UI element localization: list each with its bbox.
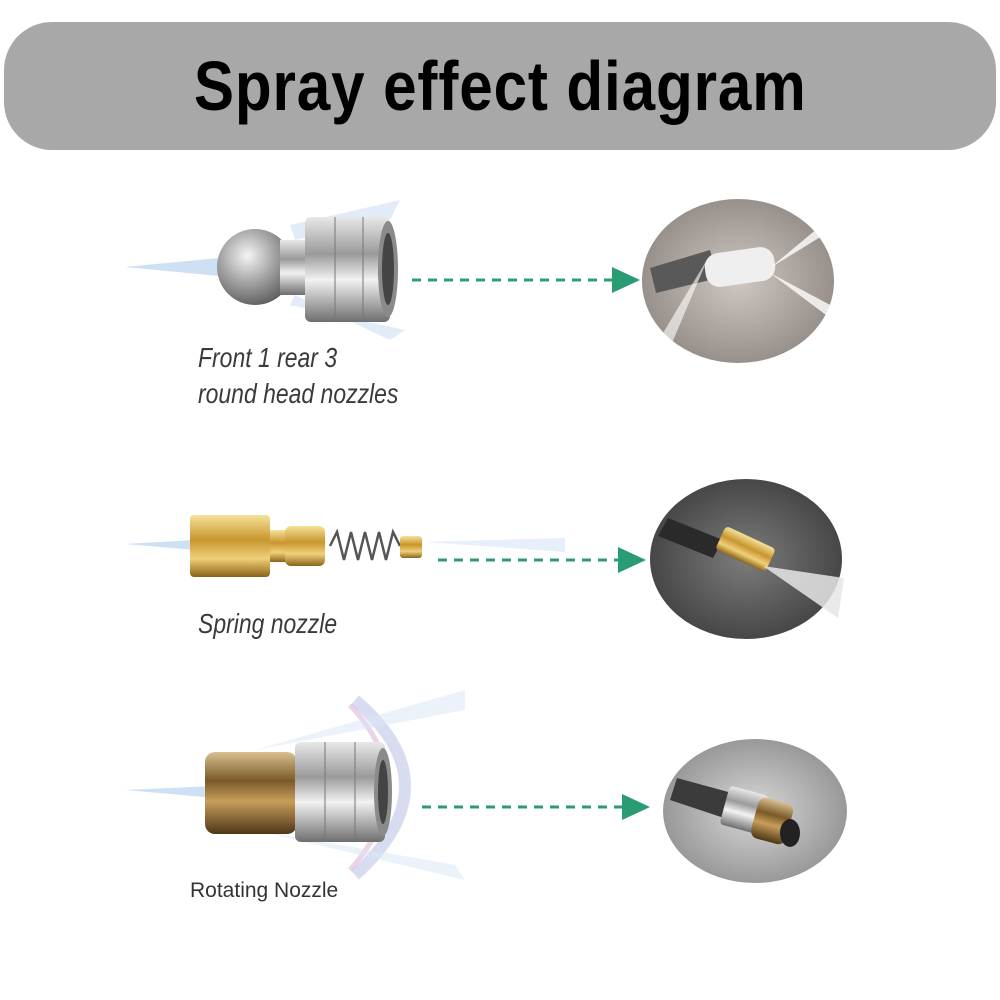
caption-line: Rotating Nozzle — [190, 879, 339, 902]
arrow-icon — [438, 547, 646, 573]
round-head-spray-result-image — [642, 199, 836, 363]
spring-nozzle-icon — [125, 515, 565, 577]
page-title: Spray effect diagram — [193, 47, 807, 125]
caption-line: Front 1 rear 3 — [198, 342, 338, 373]
rotating-nozzle-icon — [125, 690, 465, 880]
spring-spray-result-image — [650, 479, 844, 639]
title-banner: Spray effect diagram — [4, 22, 996, 150]
caption-line: round head nozzles — [198, 378, 399, 409]
arrow-icon — [412, 267, 640, 293]
rotating-spray-result-image — [663, 739, 847, 883]
round-head-nozzle-icon — [125, 200, 405, 340]
caption-line: Spring nozzle — [198, 608, 338, 639]
arrow-icon — [422, 794, 650, 820]
